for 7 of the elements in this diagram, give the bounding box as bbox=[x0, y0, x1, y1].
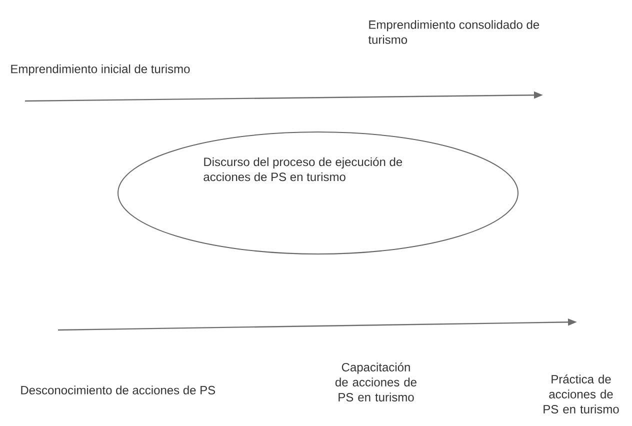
ellipse bbox=[118, 132, 518, 254]
label: Emprendimiento consolidado de turismo bbox=[368, 20, 540, 44]
label: Desconocimiento de acciones de PS bbox=[21, 386, 216, 394]
label: Capacitación de acciones de PS en turismo bbox=[335, 362, 416, 402]
label: Emprendimiento inicial de turismo bbox=[11, 64, 190, 76]
ellipse-text: Discurso del proceso de ejecución de acciones de PS en turismo bbox=[204, 157, 402, 182]
label: Práctica de acciones de PS en turismo bbox=[544, 374, 619, 414]
